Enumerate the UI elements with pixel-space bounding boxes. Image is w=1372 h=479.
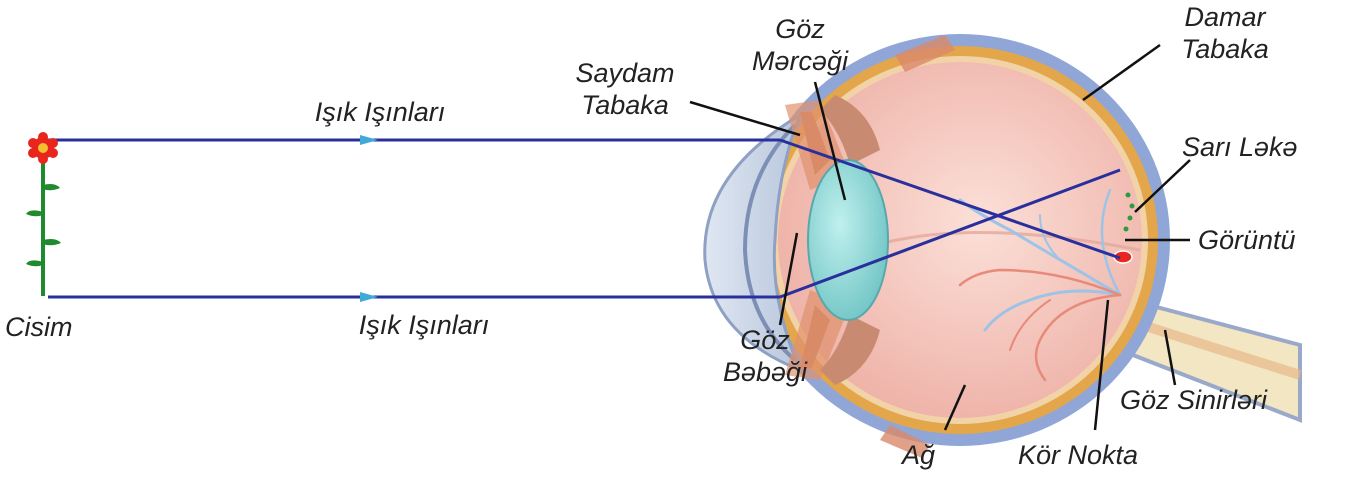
ray-arrows xyxy=(360,135,378,302)
image-label: Görüntü xyxy=(1198,225,1296,255)
arrow-icon xyxy=(360,292,378,302)
optic-nerve-label: Göz Sinirləri xyxy=(1120,385,1267,415)
light-rays-label-bottom: Işık Işınları xyxy=(324,310,524,340)
arrow-icon xyxy=(360,135,378,145)
choroid-label-line1: Damar xyxy=(1150,2,1300,32)
object-label: Cisim xyxy=(5,312,73,342)
blind-spot-label: Kör Nokta xyxy=(1018,440,1138,470)
flower-icon xyxy=(26,132,61,296)
cornea-label-line1: Saydam xyxy=(545,58,705,88)
pupil-label-line2: Bəbəği xyxy=(695,357,835,387)
lens-label-line2: Mərcəği xyxy=(730,46,870,76)
pupil-label-line1: Göz xyxy=(695,325,835,355)
light-rays-label-top: Işık Işınları xyxy=(280,97,480,127)
lens xyxy=(808,160,888,320)
choroid-label-line2: Tabaka xyxy=(1150,34,1300,64)
lens-label-line1: Göz xyxy=(730,14,870,44)
macula-label: Sarı Ləkə xyxy=(1182,132,1298,162)
cornea-label-line2: Tabaka xyxy=(545,90,705,120)
retina-label: Ağ xyxy=(902,440,935,470)
